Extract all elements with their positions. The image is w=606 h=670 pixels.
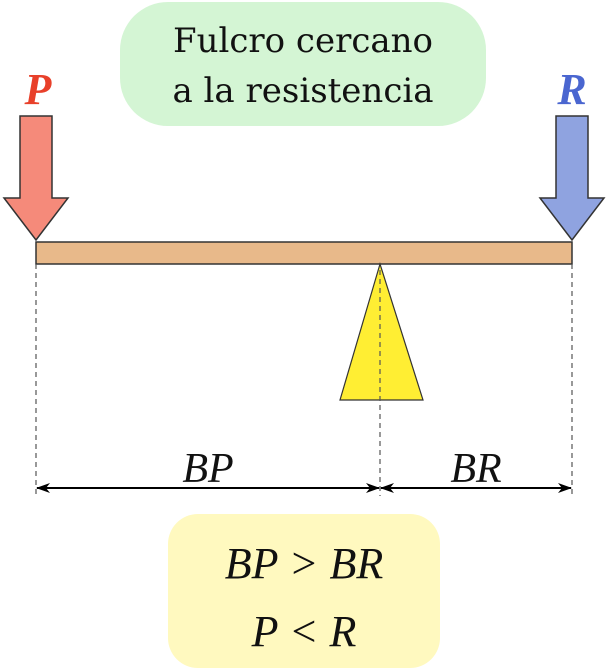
title-line-1: Fulcro cercano xyxy=(173,21,433,61)
title-line-2: a la resistencia xyxy=(172,71,433,111)
result-line-2: P < R xyxy=(251,607,357,656)
resistance-label: R xyxy=(556,65,586,114)
title-box xyxy=(120,2,486,126)
effort-arrow-icon xyxy=(2,115,70,242)
fulcrum-triangle xyxy=(339,261,424,401)
resistance-arrow-icon xyxy=(538,115,606,242)
resistance-arm-label: BR xyxy=(450,446,501,492)
result-line-1: BP > BR xyxy=(225,539,384,588)
result-box xyxy=(168,514,440,668)
effort-arm-label: BP xyxy=(182,446,233,492)
effort-label: P xyxy=(24,65,53,114)
lever-beam xyxy=(35,241,573,265)
